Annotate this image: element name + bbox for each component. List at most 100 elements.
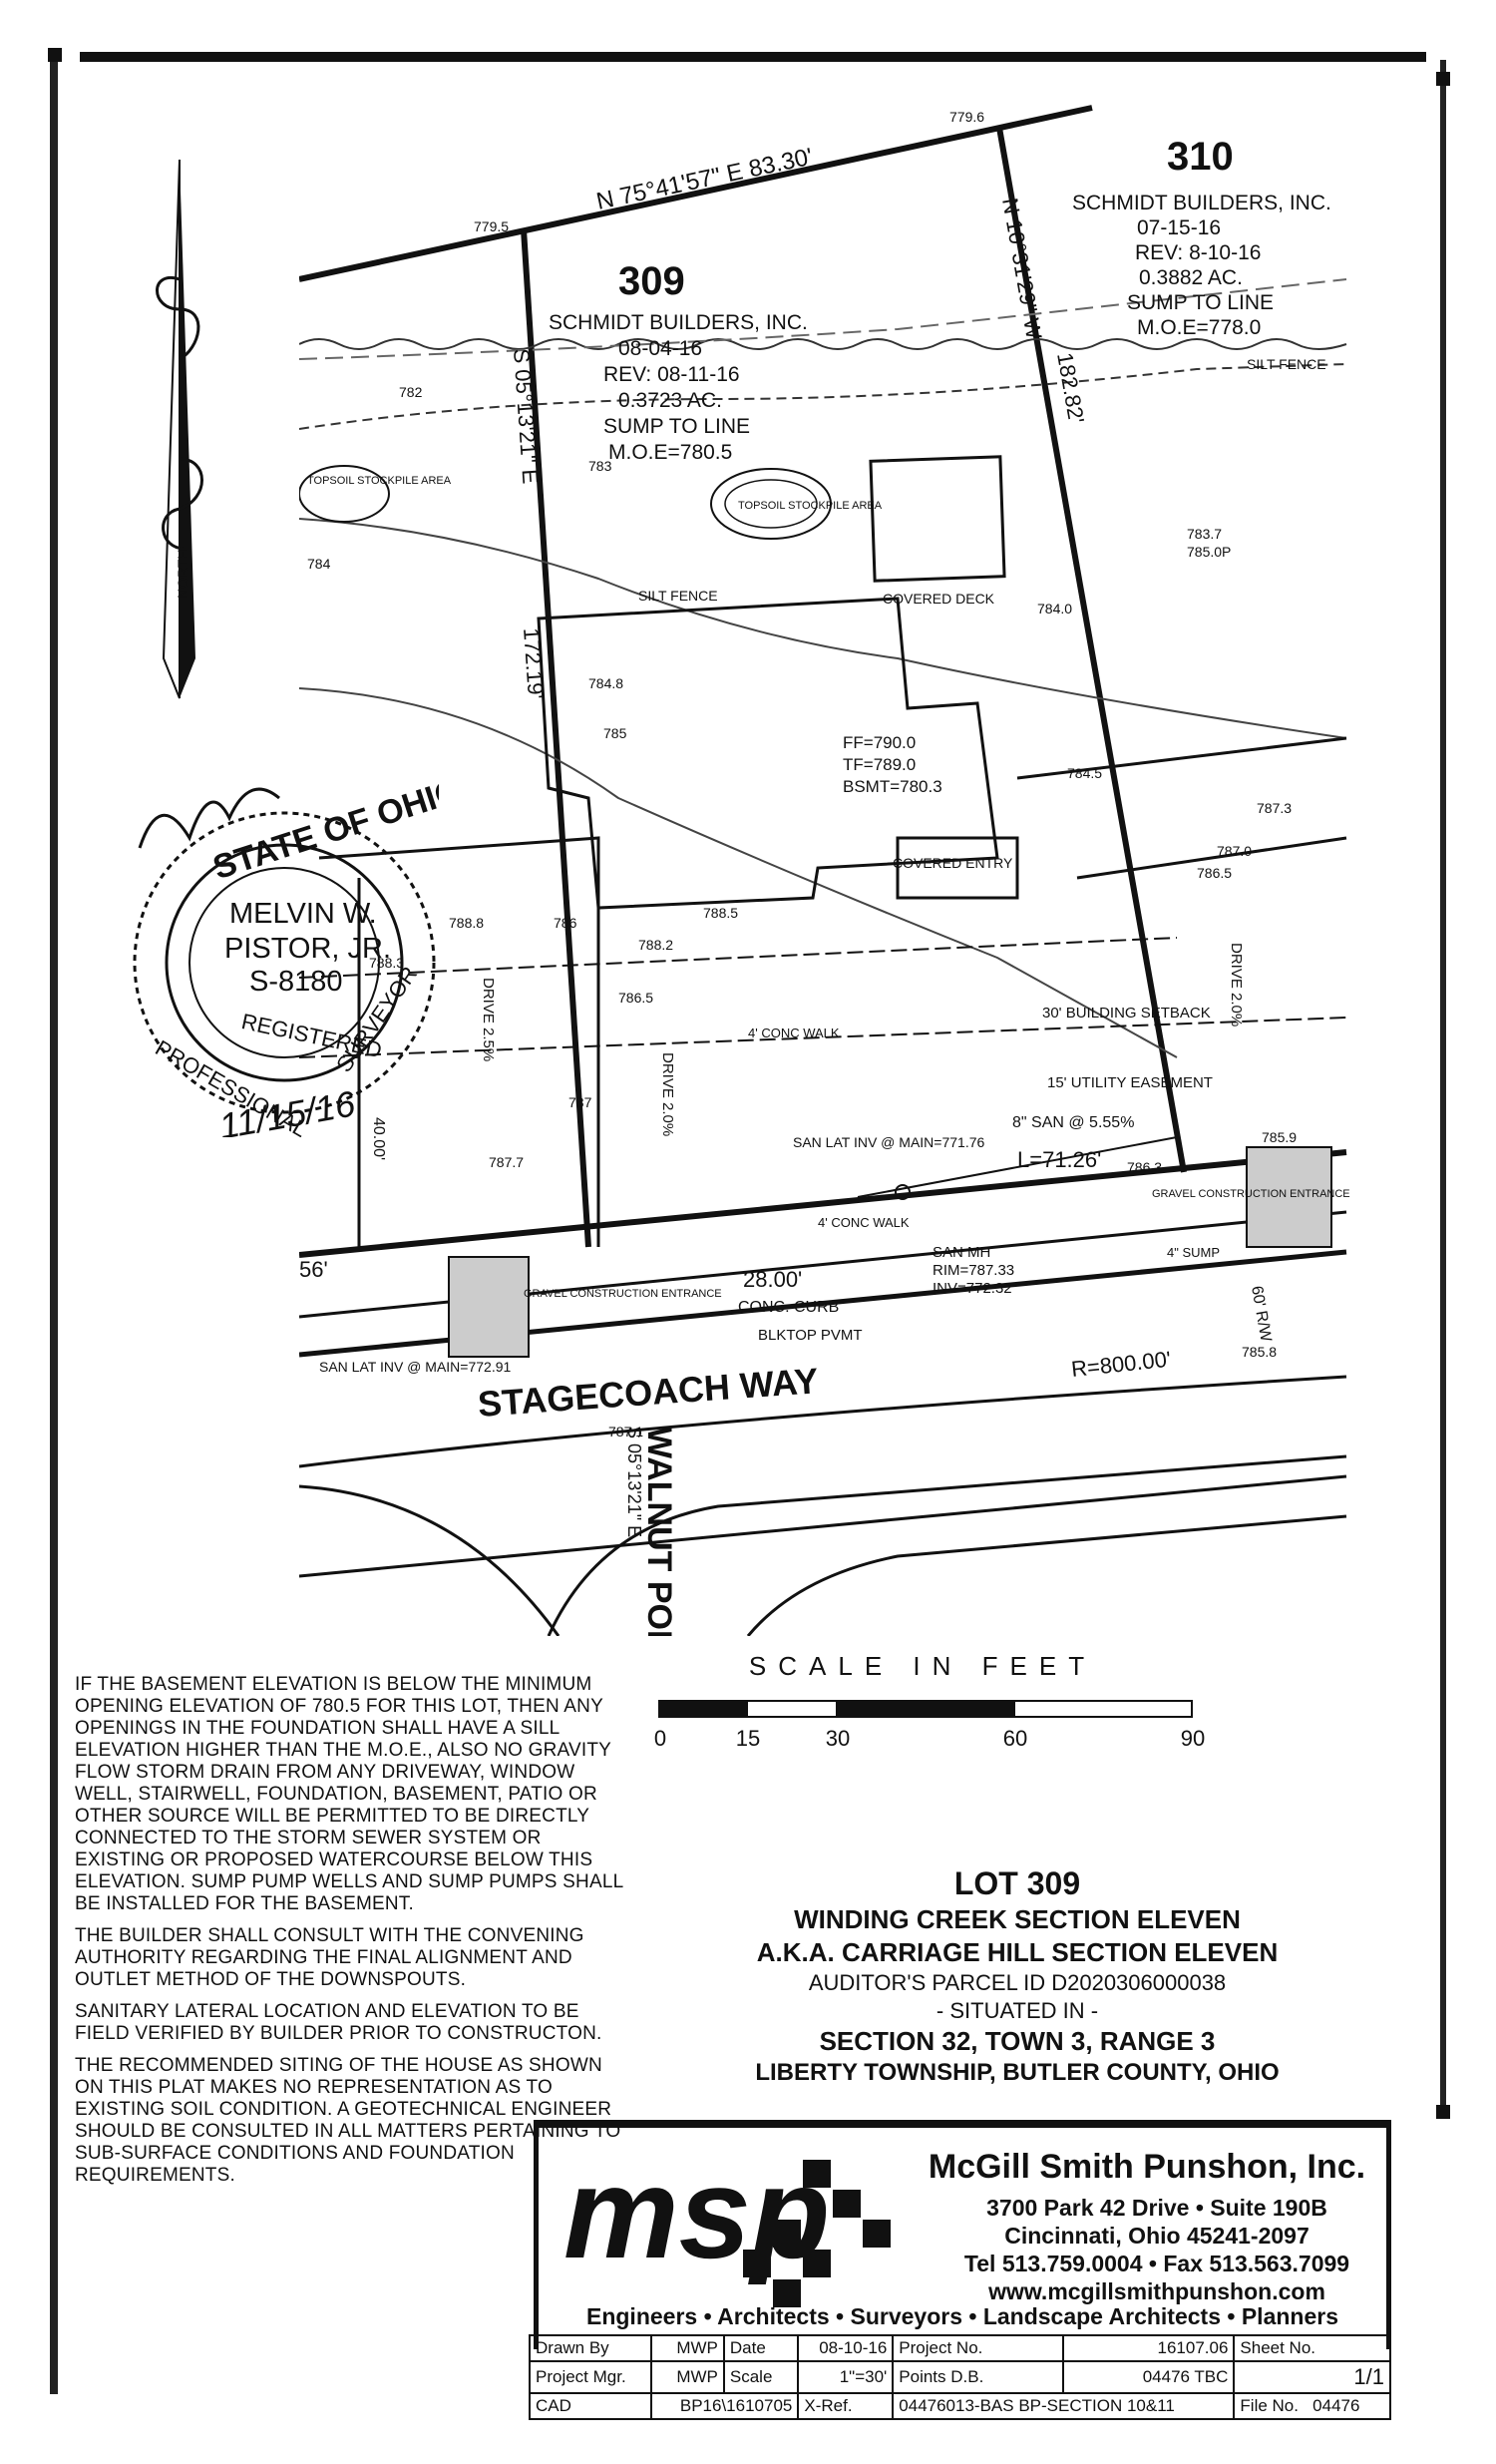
plat-notes: If the basement elevation is below the m…	[75, 1674, 633, 2197]
east-line-length: 182.82'	[1052, 351, 1089, 426]
scale-tick-label: 60	[1002, 1726, 1028, 1751]
situated-in: - SITUATED IN -	[935, 1998, 1099, 2023]
covered-entry-label: COVERED ENTRY	[893, 855, 1013, 871]
points-db-label: Points D.B.	[892, 2360, 1064, 2394]
sheet-no-label: Sheet No.	[1233, 2334, 1391, 2362]
scale-bar-section: SCALE IN FEET 0 15 30 60 90	[654, 1651, 1217, 1756]
elevation-label: 786.5	[618, 990, 653, 1006]
firm-website: www.mcgillsmithpunshon.com	[988, 2278, 1325, 2304]
tf-elevation: TF=789.0	[843, 755, 916, 774]
scale-title: SCALE IN FEET	[748, 1651, 1097, 1681]
street-name-stagecoach: STAGECOACH WAY	[477, 1360, 820, 1425]
auditor-parcel-id: AUDITOR'S PARCEL ID D2020306000038	[808, 1970, 1227, 1995]
scale-label: Scale	[722, 2360, 800, 2394]
elevation-label: 783.7	[1187, 526, 1222, 542]
firm-services: Engineers • Architects • Surveyors • Lan…	[585, 2303, 1338, 2329]
scale-tick-label: 30	[825, 1726, 851, 1751]
project-no-value: 16107.06	[1061, 2334, 1236, 2362]
utility-easement-label: 15' UTILITY EASEMENT	[1047, 1074, 1213, 1091]
seal-name-line-1: MELVIN W.	[229, 898, 377, 930]
silt-fence-label: SILT FENCE	[638, 588, 718, 604]
elevation-label: 784.8	[588, 675, 623, 691]
subdivision-aka: A.K.A. CARRIAGE HILL SECTION ELEVEN	[756, 1937, 1279, 1967]
scale-tick-label: 90	[1180, 1726, 1206, 1751]
elevation-label: 785.8	[1242, 1344, 1277, 1360]
left-dimension: 40.00'	[370, 1117, 387, 1160]
elevation-label: 786.3	[1127, 1159, 1162, 1175]
points-db-value: 04476 TBC	[1061, 2360, 1236, 2394]
project-mgr-label: Project Mgr.	[529, 2360, 652, 2394]
logo-lettering: msp	[563, 2150, 830, 2285]
gravel-entrance-label-left: GRAVEL CONSTRUCTION ENTRANCE	[524, 1288, 722, 1300]
drive-label-right: DRIVE 2.0%	[1228, 943, 1245, 1027]
note-downspouts: The builder shall consult with the conve…	[75, 1925, 584, 1990]
north-label: NORTH	[175, 549, 190, 599]
west-line-length: 172.19'	[519, 627, 549, 700]
project-no-label: Project No.	[892, 2334, 1064, 2362]
bsmt-elevation: BSMT=780.3	[843, 777, 942, 796]
front-dimension: 56'	[299, 1257, 328, 1282]
north-line-bearing: N 75°41'57" E 83.30'	[594, 144, 816, 215]
lot-310-date: 07-15-16	[1137, 216, 1221, 239]
street-name-walnut: WALNUT POINT WAY	[640, 1427, 678, 1636]
corner-mark	[1436, 2105, 1450, 2119]
elevation-label: 784.0	[1037, 601, 1072, 616]
note-geotechnical: The recommended siting of the house as s…	[75, 2055, 621, 2186]
san-mh-inv: INV=772.32	[933, 1280, 1012, 1297]
elevation-label: 788.5	[703, 905, 738, 921]
lot-title: LOT 309	[953, 1865, 1081, 1901]
firm-block: msp McGill Smith Punshon, Inc. 3700 Park…	[534, 2120, 1391, 2349]
lot-309-date: 08-04-16	[618, 337, 702, 360]
east-line-bearing: N 10°31'29" W	[997, 197, 1047, 341]
lot-310-sump: SUMP TO LINE	[1127, 291, 1274, 314]
elevation-label: 787	[568, 1094, 592, 1110]
section-town-range: SECTION 32, TOWN 3, RANGE 3	[819, 2026, 1216, 2056]
firm-address-line-1: 3700 Park 42 Drive • Suite 190B	[986, 2195, 1327, 2221]
elevation-label: 788.2	[638, 937, 673, 953]
date-label: Date	[722, 2334, 800, 2362]
seal-license-number: S-8180	[249, 966, 343, 998]
cad-label: CAD	[529, 2392, 652, 2420]
sump-label: 4" SUMP	[1167, 1245, 1220, 1260]
elevation-label: 787.3	[1257, 800, 1292, 816]
corner-mark	[1436, 72, 1450, 86]
frontage-dimension: 28.00'	[743, 1267, 802, 1292]
right-of-way-label: 60' R/W	[1248, 1285, 1275, 1344]
elevation-label: 779.5	[474, 218, 509, 234]
building-setback-label: 30' BUILDING SETBACK	[1042, 1005, 1211, 1022]
elevation-label: 783	[588, 458, 612, 474]
lot-309-rev: REV: 08-11-16	[603, 363, 740, 386]
elevation-label: 788.3	[369, 955, 404, 971]
sheet-no-value: 1/1	[1233, 2360, 1391, 2394]
firm-address-line-2: Cincinnati, Ohio 45241-2097	[1004, 2223, 1309, 2249]
walnut-bearing: S 05°13'21" E	[624, 1427, 644, 1537]
cad-value: BP16\1610705	[649, 2392, 800, 2420]
topsoil-label-left: TOPSOIL STOCKPILE AREA	[307, 475, 452, 487]
elevation-label: 787.7	[489, 1154, 524, 1170]
lot-309-owner: SCHMIDT BUILDERS, INC.	[549, 311, 808, 334]
lot-309-sump: SUMP TO LINE	[603, 415, 750, 438]
drawn-by-label: Drawn By	[529, 2334, 652, 2362]
subdivision-name: WINDING CREEK SECTION ELEVEN	[794, 1904, 1241, 1934]
date-value: 08-10-16	[797, 2334, 895, 2362]
west-line-bearing: S 05°13'21" E	[509, 348, 543, 485]
elevation-label: 788.8	[449, 915, 484, 931]
xref-value: 04476013-BAS BP-SECTION 10&11	[892, 2392, 1236, 2420]
silt-fence-label-right: SILT FENCE	[1247, 356, 1326, 372]
lot-309-number: 309	[618, 259, 685, 303]
frame-right-border	[1440, 60, 1446, 2115]
surveyor-seal: STATE OF OHIO MELVIN W. PISTOR, JR. S-81…	[133, 778, 439, 1137]
project-mgr-value: MWP	[649, 2360, 725, 2394]
msp-logo: msp	[563, 2150, 891, 2307]
conc-curb-label: CONC. CURB	[738, 1299, 839, 1316]
firm-name: McGill Smith Punshon, Inc.	[928, 2148, 1366, 2186]
north-arrow: NORTH	[156, 160, 203, 699]
ff-elevation: FF=790.0	[843, 733, 916, 752]
san-mh-label: SAN MH	[933, 1244, 990, 1261]
scale-tick-label: 15	[735, 1726, 761, 1751]
lot-309-moe: M.O.E=780.5	[608, 441, 732, 464]
lot-310-area: 0.3882 AC.	[1139, 266, 1243, 289]
gravel-entrance-label-right: GRAVEL CONSTRUCTION ENTRANCE	[1152, 1188, 1350, 1200]
san-slope-label: 8" SAN @ 5.55%	[1012, 1114, 1134, 1131]
file-no-cell: File No. 04476	[1233, 2392, 1391, 2420]
